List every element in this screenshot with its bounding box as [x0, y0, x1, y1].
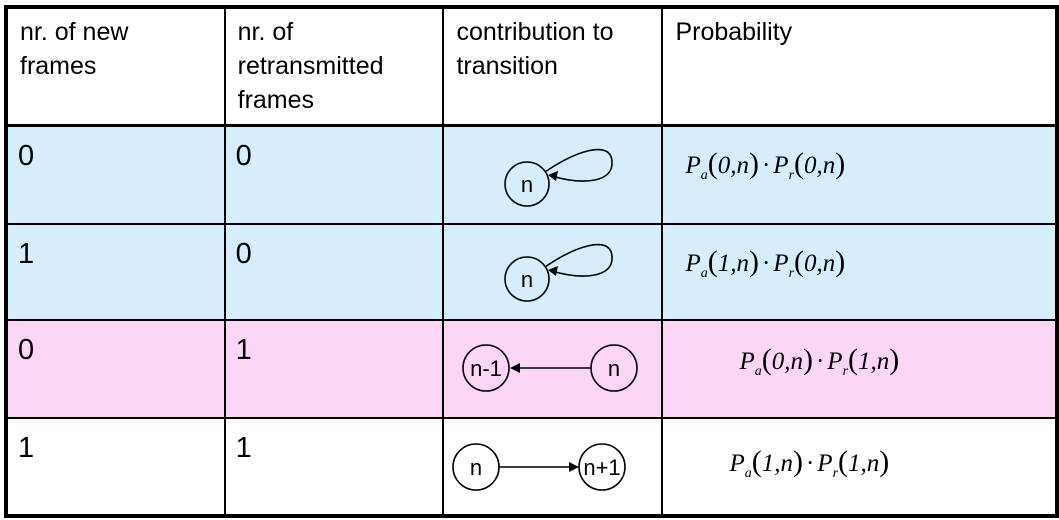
header-cell-retransmitted: nr. of retransmitted frames — [223, 5, 445, 126]
retransmitted-cell: 1 — [223, 417, 445, 518]
diagram-cell: n — [442, 123, 664, 225]
new-frames-cell: 0 — [4, 123, 226, 225]
state-node-label: n — [521, 172, 533, 197]
table-row: 0 0 n Pa(0,n)·Pr(0,n) — [4, 123, 1059, 225]
target-state-label: n+1 — [584, 455, 621, 480]
self-loop-arc — [544, 148, 614, 182]
probability-cell: Pa(0,n)·Pr(1,n) — [661, 319, 1059, 419]
header-contribution: contribution to transition — [456, 18, 614, 80]
retransmitted-value: 1 — [235, 432, 252, 464]
right-transition-diagram: n n+1 — [452, 443, 627, 491]
new-frames-value: 0 — [18, 139, 35, 172]
header-cell-new-frames: nr. of new frames — [4, 5, 226, 126]
probability-formula: Pa(1,n)·Pr(0,n) — [685, 245, 846, 281]
table-row: 1 0 n Pa(1,n)·Pr(0,n) — [4, 223, 1059, 321]
new-frames-cell: 1 — [4, 223, 226, 321]
state-node-label: n — [521, 267, 533, 292]
header-retransmitted: nr. of retransmitted frames — [237, 18, 384, 114]
header-cell-probability: Probability — [661, 5, 1059, 126]
new-frames-value: 1 — [18, 432, 35, 464]
arrow-head-icon — [510, 363, 521, 373]
probability-formula: Pa(1,n)·Pr(1,n) — [729, 445, 890, 481]
probability-cell: Pa(1,n)·Pr(1,n) — [661, 417, 1059, 518]
left-transition-diagram: n-1 n — [462, 344, 639, 392]
header-probability: Probability — [675, 18, 793, 46]
state-node — [504, 256, 551, 302]
self-loop-arc — [544, 243, 614, 277]
header-cell-contribution: contribution to transition — [442, 5, 664, 126]
transition-table: nr. of new frames nr. of retransmitted f… — [4, 5, 1059, 518]
probability-formula: Pa(0,n)·Pr(0,n) — [685, 146, 846, 183]
retransmitted-value: 1 — [235, 334, 252, 366]
table-row: 0 1 n-1 n Pa(0,n)·Pr(1,n) — [4, 319, 1059, 419]
new-frames-value: 0 — [18, 334, 35, 366]
new-frames-value: 1 — [18, 238, 35, 270]
probability-formula: Pa(0,n)·Pr(1,n) — [739, 343, 900, 379]
self-loop-diagram: n — [504, 148, 614, 207]
diagram-cell: n — [442, 223, 664, 321]
probability-cell: Pa(0,n)·Pr(0,n) — [661, 123, 1059, 225]
state-node — [504, 160, 551, 207]
source-state-label: n — [608, 356, 620, 381]
probability-cell: Pa(1,n)·Pr(0,n) — [661, 223, 1059, 321]
retransmitted-cell: 1 — [223, 319, 445, 419]
diagram-cell: n-1 n — [442, 319, 664, 419]
self-loop-diagram: n — [504, 243, 614, 302]
source-state-label: n — [470, 455, 482, 480]
header-row: nr. of new frames nr. of retransmitted f… — [4, 5, 1059, 126]
new-frames-cell: 0 — [4, 319, 226, 419]
retransmitted-cell: 0 — [223, 223, 445, 321]
target-state-node — [462, 344, 511, 392]
arrow-head-icon — [548, 170, 559, 181]
retransmitted-value: 0 — [235, 139, 252, 172]
target-state-label: n-1 — [471, 356, 503, 381]
header-new-frames: nr. of new frames — [20, 18, 129, 80]
new-frames-cell: 1 — [4, 417, 226, 518]
diagram-cell: n n+1 — [442, 417, 664, 518]
retransmitted-cell: 0 — [223, 123, 445, 225]
arrow-head-icon — [548, 266, 559, 276]
table-row: 1 1 n n+1 Pa(1,n)·Pr(1,n) — [4, 417, 1059, 518]
arrow-head-icon — [569, 462, 580, 472]
retransmitted-value: 0 — [235, 238, 252, 270]
